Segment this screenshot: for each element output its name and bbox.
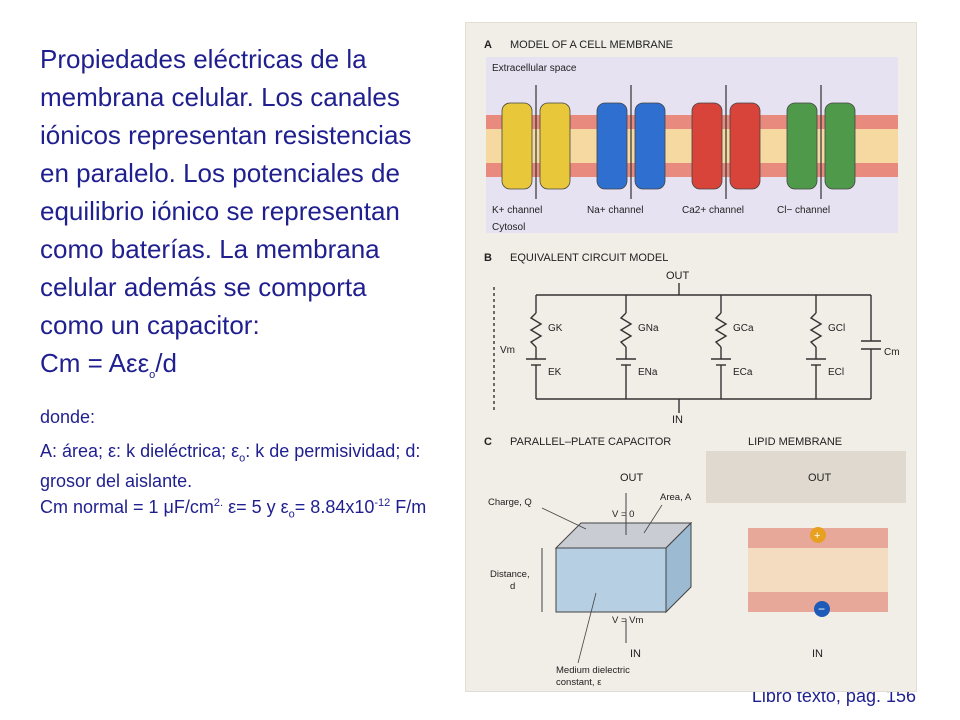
positive-charge-sign: + — [814, 530, 820, 542]
def2-tail: = 8.84x10 — [294, 496, 375, 517]
channel-1 — [596, 85, 666, 199]
channel-label-2: Ca2+ channel — [682, 205, 744, 216]
channel-0 — [501, 85, 571, 199]
def1: A: área; ε: k dieléctrica; ε — [40, 441, 240, 462]
conductance-0: GK — [548, 323, 563, 334]
figure-svg: A MODEL OF A CELL MEMBRANE Extracellular… — [484, 39, 906, 688]
distance-label: Distance, — [490, 569, 530, 580]
dielectric-pointer — [577, 592, 597, 664]
panel-c-title2: LIPID MEMBRANE — [748, 436, 842, 448]
cytosol-label: Cytosol — [492, 222, 525, 233]
formula-rhs: Aεε — [108, 348, 150, 378]
def1-sub: o — [239, 452, 246, 465]
v-zero-label: V = 0 — [612, 509, 634, 520]
capacitor-in-label: IN — [630, 648, 641, 660]
channel-3 — [786, 85, 856, 199]
background-page-text — [706, 451, 906, 503]
battery-1: ENa — [638, 367, 658, 378]
def2-unit: F/m — [390, 496, 427, 517]
negative-charge-icon — [814, 601, 830, 617]
capacitor-cm-label: Cm — [884, 347, 900, 358]
channel-label-0: K+ channel — [492, 205, 542, 216]
def2-exp: -12 — [374, 496, 391, 509]
equivalent-circuit — [493, 283, 881, 413]
def2: Cm normal = 1 μF/cm — [40, 496, 214, 517]
channel-2 — [691, 85, 761, 199]
lipid-bottom-layer — [748, 592, 888, 612]
def2-sub: o — [288, 508, 295, 521]
formula-lhs: Cm = — [40, 348, 109, 378]
panel-a-title: MODEL OF A CELL MEMBRANE — [510, 39, 673, 51]
positive-charge-icon — [810, 527, 826, 543]
area-label: Area, A — [660, 492, 692, 503]
def2-sup: 2. — [213, 496, 224, 509]
panel-c-title: PARALLEL–PLATE CAPACITOR — [510, 436, 671, 448]
conductance-2: GCa — [733, 323, 754, 334]
channel-label-1: Na+ channel — [587, 205, 643, 216]
channel-labels: K+ channel Na+ channel Ca2+ channel Cl− cha… — [492, 205, 830, 216]
capacitor-front-face — [555, 547, 667, 613]
formula-tail: /d — [155, 348, 177, 378]
def2-mid: ε= 5 y ε — [223, 496, 289, 517]
circuit-vm-label: Vm — [500, 345, 515, 356]
conductance-3: GCl — [828, 323, 845, 334]
conductance-1: GNa — [638, 323, 659, 334]
def1-tail: : k de permisividad; d: grosor del aisla… — [40, 441, 421, 491]
dielectric-label-1: Medium dielectric — [556, 665, 630, 676]
channel-label-3: Cl− channel — [777, 205, 830, 216]
panel-c-letter: C — [484, 436, 492, 448]
dielectric-label-2: constant, ε — [556, 677, 602, 688]
circuit-in-label: IN — [672, 414, 683, 426]
battery-2: ECa — [733, 367, 753, 378]
extracellular-label: Extracellular space — [492, 63, 577, 74]
capacitor-out-label: OUT — [620, 472, 644, 484]
battery-0: EK — [548, 367, 562, 378]
circuit-out-label: OUT — [666, 270, 690, 282]
textbook-figure: A MODEL OF A CELL MEMBRANE Extracellular… — [465, 22, 917, 692]
definitions: A: área; ε: k dieléctrica; εo: k de perm… — [40, 440, 430, 525]
parallel-plate-capacitor — [541, 493, 693, 664]
v-vm-label: V = Vm — [612, 615, 643, 626]
capacitor-side-face — [665, 521, 692, 614]
lipid-membrane: + − — [748, 527, 888, 617]
formula-sub: o — [149, 369, 156, 382]
membrane-out-label: OUT — [808, 472, 832, 484]
negative-charge-sign: − — [818, 602, 825, 616]
capacitance-formula: Cm = Aεεo/d — [40, 346, 430, 392]
panel-b-letter: B — [484, 252, 492, 264]
membrane-in-label: IN — [812, 648, 823, 660]
ion-channels — [501, 85, 856, 199]
battery-3: ECl — [828, 367, 844, 378]
description-paragraph: Propiedades eléctricas de la membrana ce… — [40, 44, 412, 340]
panel-b-title: EQUIVALENT CIRCUIT MODEL — [510, 252, 668, 264]
panel-a-letter: A — [484, 39, 492, 51]
donde-label: donde: — [40, 407, 96, 428]
charge-pointer — [541, 507, 587, 530]
charge-label: Charge, Q — [488, 497, 532, 508]
text-column: Propiedades eléctricas de la membrana ce… — [40, 40, 430, 525]
lipid-tails — [748, 548, 888, 592]
distance-d-label: d — [510, 581, 515, 592]
area-pointer — [643, 504, 663, 534]
